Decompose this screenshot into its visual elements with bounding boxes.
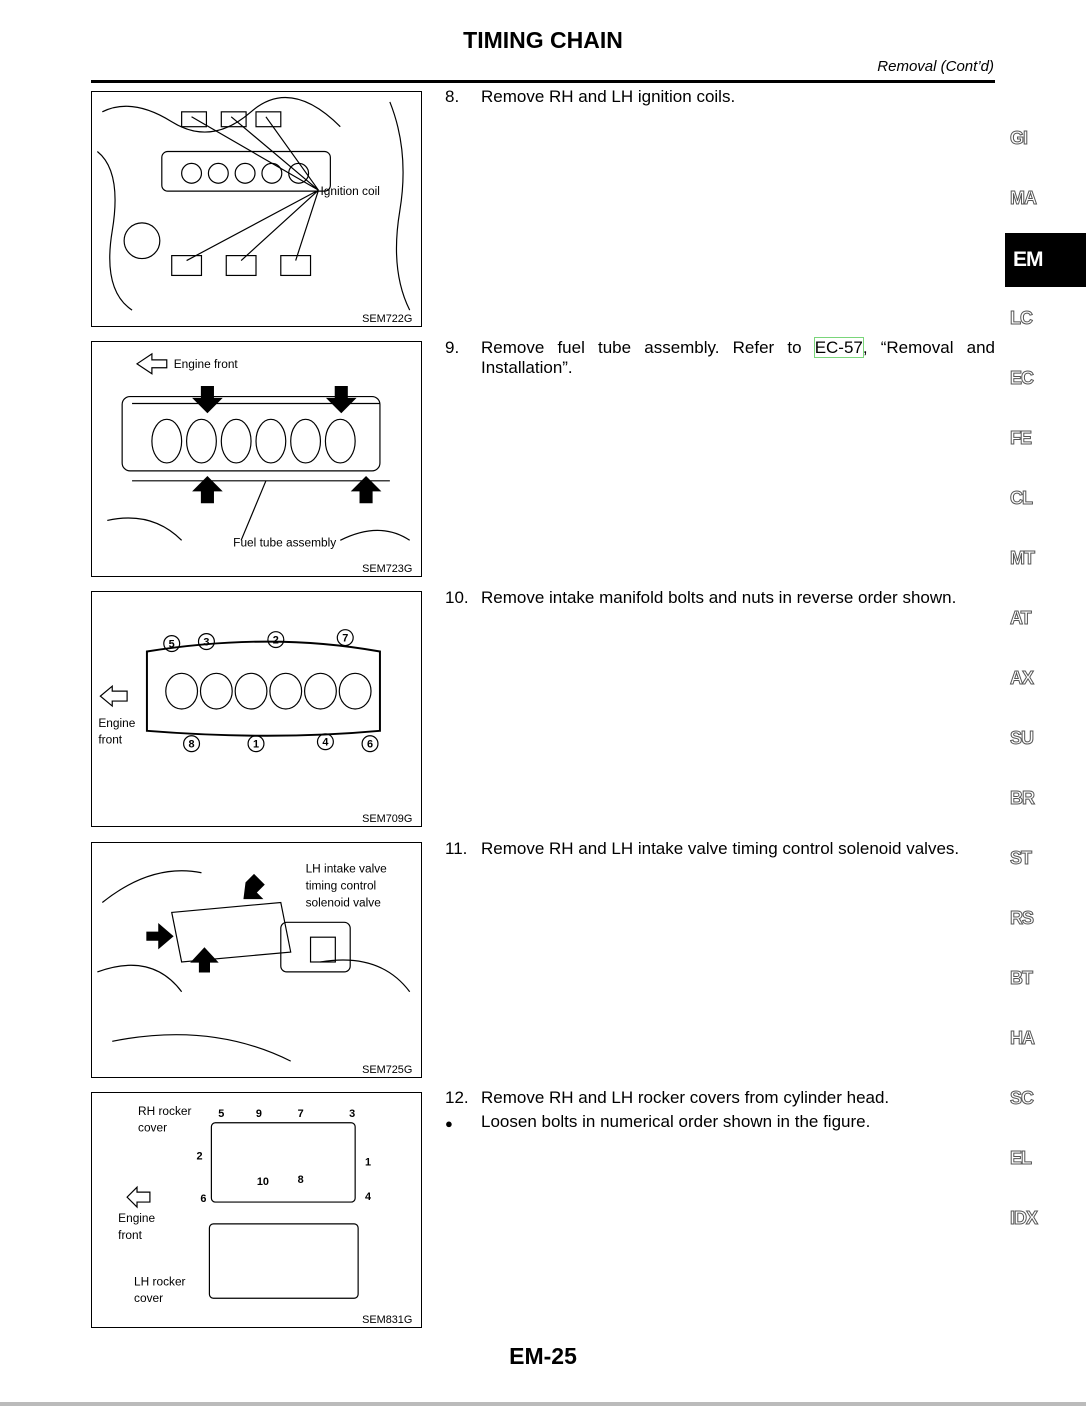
bolt-number: 1 — [253, 739, 259, 751]
figure-label: LH rocker — [134, 1274, 186, 1288]
figure-label: cover — [134, 1291, 163, 1305]
page-number: EM-25 — [509, 1343, 577, 1369]
bolt-number: 2 — [273, 635, 279, 647]
step-number: 9. — [445, 338, 460, 357]
section-tab-ha[interactable]: HA — [1010, 1028, 1036, 1049]
bolt-number: 2 — [196, 1150, 202, 1162]
bolt-number: 6 — [367, 739, 373, 751]
figure-solenoid-valve: LH intake valve timing control solenoid … — [91, 842, 422, 1078]
page-title: TIMING CHAIN — [463, 27, 623, 53]
step-text-part: , “Removal and Installation”. — [481, 338, 995, 377]
header-rule — [91, 80, 995, 83]
step-text: Remove intake manifold bolts and nuts in… — [481, 588, 957, 607]
bolt-number: 8 — [298, 1174, 304, 1186]
step-text: Remove RH and LH intake valve timing con… — [481, 839, 960, 858]
section-tab-at[interactable]: AT — [1010, 608, 1033, 629]
section-tab-ax[interactable]: AX — [1009, 668, 1034, 689]
figure-label: Ignition coil — [320, 184, 379, 198]
step-number: 11. — [445, 839, 468, 858]
step-number: 10. — [445, 588, 469, 607]
section-tab-cl[interactable]: CL — [1010, 488, 1034, 509]
figure-label: timing control — [306, 879, 377, 893]
bolt-number: 1 — [365, 1156, 371, 1168]
figure-fuel-tube: Engine front Fuel tube assembly SEM723G — [91, 341, 422, 577]
figure-label: Engine — [118, 1211, 155, 1225]
figure-code: SEM722G — [362, 313, 412, 325]
step-text: Remove RH and LH rocker covers from cyli… — [481, 1088, 890, 1107]
bolt-number: 4 — [322, 737, 328, 749]
section-tab-br[interactable]: BR — [1010, 788, 1036, 809]
step-8: 8. Remove RH and LH ignition coils. — [445, 87, 995, 107]
bolt-number: 10 — [257, 1176, 269, 1188]
figure-code: SEM725G — [362, 1064, 412, 1076]
bolt-number: 4 — [365, 1191, 371, 1203]
section-tab-idx[interactable]: IDX — [1009, 1208, 1038, 1229]
step-12: 12. Remove RH and LH rocker covers from … — [445, 1088, 995, 1108]
section-tab-su[interactable]: SU — [1009, 728, 1034, 749]
bolt-number: 7 — [298, 1108, 304, 1120]
step-text: Remove fuel tube assembly. Refer to EC-5… — [481, 337, 995, 378]
figure-label: front — [118, 1228, 142, 1242]
figure-code: SEM831G — [362, 1314, 412, 1326]
section-subtitle: Removal (Cont’d) — [877, 58, 994, 75]
section-tab-gi[interactable]: GI — [1009, 128, 1028, 149]
ec-57-link[interactable]: EC-57 — [813, 337, 864, 358]
bullet-text: Loosen bolts in numerical order shown in… — [481, 1112, 871, 1131]
figure-label: LH intake valve — [306, 862, 388, 876]
bolt-number: 6 — [200, 1193, 206, 1205]
bullet-icon: ● — [445, 1116, 453, 1131]
figure-label: Engine front — [174, 357, 239, 371]
section-tab-el[interactable]: EL — [1009, 1148, 1032, 1169]
step-11: 11. Remove RH and LH intake valve timing… — [445, 839, 995, 859]
figure-label: Engine — [98, 716, 135, 730]
bolt-number: 3 — [203, 637, 209, 649]
section-tab-rs[interactable]: RS — [1009, 908, 1034, 929]
figure-code: SEM723G — [362, 563, 412, 575]
section-tab-bt[interactable]: BT — [1010, 968, 1034, 989]
step-text-part: Remove fuel tube assembly. Refer to — [481, 338, 815, 357]
bolt-number: 7 — [342, 633, 348, 645]
section-tab-sc[interactable]: SC — [1009, 1088, 1034, 1109]
step-9: 9. Remove fuel tube assembly. Refer to E… — [445, 337, 995, 378]
section-tab-ma[interactable]: MA — [1010, 188, 1038, 209]
figure-label: solenoid valve — [306, 895, 382, 909]
figure-label: RH rocker — [138, 1104, 191, 1118]
step-number: 8. — [445, 87, 460, 106]
page-bottom-edge — [0, 1402, 1086, 1406]
bolt-number: 9 — [256, 1108, 262, 1120]
bolt-number: 3 — [349, 1108, 355, 1120]
figure-label: cover — [138, 1121, 167, 1135]
step-10: 10. Remove intake manifold bolts and nut… — [445, 588, 995, 608]
figure-intake-manifold: 5 3 2 7 8 1 4 6 Engine front SEM709G — [91, 591, 422, 827]
bolt-number: 5 — [169, 639, 175, 651]
step-text: Remove RH and LH ignition coils. — [481, 87, 736, 106]
section-tab-em[interactable]: EM — [1005, 233, 1086, 287]
section-tab-fe[interactable]: FE — [1009, 428, 1032, 449]
figure-label: Fuel tube assembly — [233, 535, 336, 549]
step-12-bullet: ● Loosen bolts in numerical order shown … — [445, 1112, 995, 1132]
bolt-number: 8 — [189, 739, 195, 751]
section-tab-ec[interactable]: EC — [1009, 368, 1034, 389]
section-tab-lc[interactable]: LC — [1010, 308, 1034, 329]
figure-label: front — [98, 733, 122, 747]
figure-code: SEM709G — [362, 813, 412, 825]
section-tab-mt[interactable]: MT — [1010, 548, 1036, 569]
bolt-number: 5 — [218, 1108, 224, 1120]
section-tab-st[interactable]: ST — [1009, 848, 1032, 869]
step-number: 12. — [445, 1088, 469, 1107]
figure-ignition-coils: Ignition coil SEM722G — [91, 91, 422, 327]
figure-rocker-covers: 5 9 7 3 2 1 10 8 6 4 RH rocker cover Eng… — [91, 1092, 422, 1328]
